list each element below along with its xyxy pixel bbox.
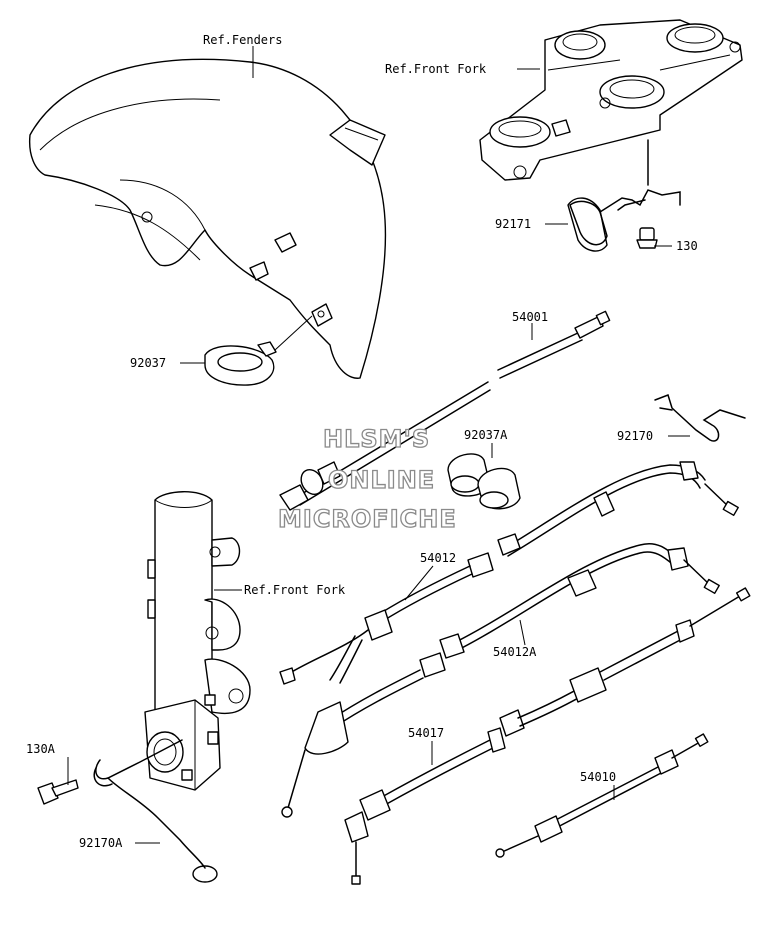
label-54010: 54010: [580, 770, 616, 784]
label-54012A: 54012A: [493, 645, 537, 659]
watermark-line-2: ONLINE: [328, 466, 435, 494]
watermark: HLSM'S ONLINE MICROFICHE: [277, 424, 457, 533]
front-fork-leg: [144, 491, 251, 791]
label-130: 130: [676, 239, 698, 253]
label-92170A: 92170A: [79, 836, 123, 850]
part-labels: Ref.Fenders Ref.Front Fork 92171 130 920…: [26, 33, 698, 850]
label-ref-fenders: Ref.Fenders: [203, 33, 282, 47]
label-54001: 54001: [512, 310, 548, 324]
label-92170: 92170: [617, 429, 653, 443]
clamp-92170A: [93, 739, 218, 883]
clamp-92170: [654, 394, 746, 442]
cable-54010: [495, 733, 709, 858]
bolt-130A: [37, 779, 79, 805]
watermark-line-3: MICROFICHE: [278, 505, 457, 533]
label-54012: 54012: [420, 551, 456, 565]
cable-54017: [344, 587, 751, 885]
fork-bracket-upper: [479, 19, 743, 181]
label-130A: 130A: [26, 742, 56, 756]
throttle-cable-54012A: [281, 543, 720, 818]
label-92037A: 92037A: [464, 428, 508, 442]
label-92171: 92171: [495, 217, 531, 231]
label-ref-front-fork-side: Ref.Front Fork: [244, 583, 346, 597]
grommet-92037: [204, 315, 313, 386]
leader-lines: [67, 46, 690, 844]
cable-clamp-92037A: [447, 453, 521, 510]
label-54017: 54017: [408, 726, 444, 740]
throttle-cable-54012: [279, 461, 739, 685]
label-ref-front-fork-top: Ref.Front Fork: [385, 62, 487, 76]
watermark-line-1: HLSM'S: [323, 425, 430, 453]
label-92037: 92037: [130, 356, 166, 370]
speedometer-cable-54001: [279, 310, 611, 511]
front-fender: [28, 58, 387, 379]
clamp-92171: [567, 139, 681, 252]
